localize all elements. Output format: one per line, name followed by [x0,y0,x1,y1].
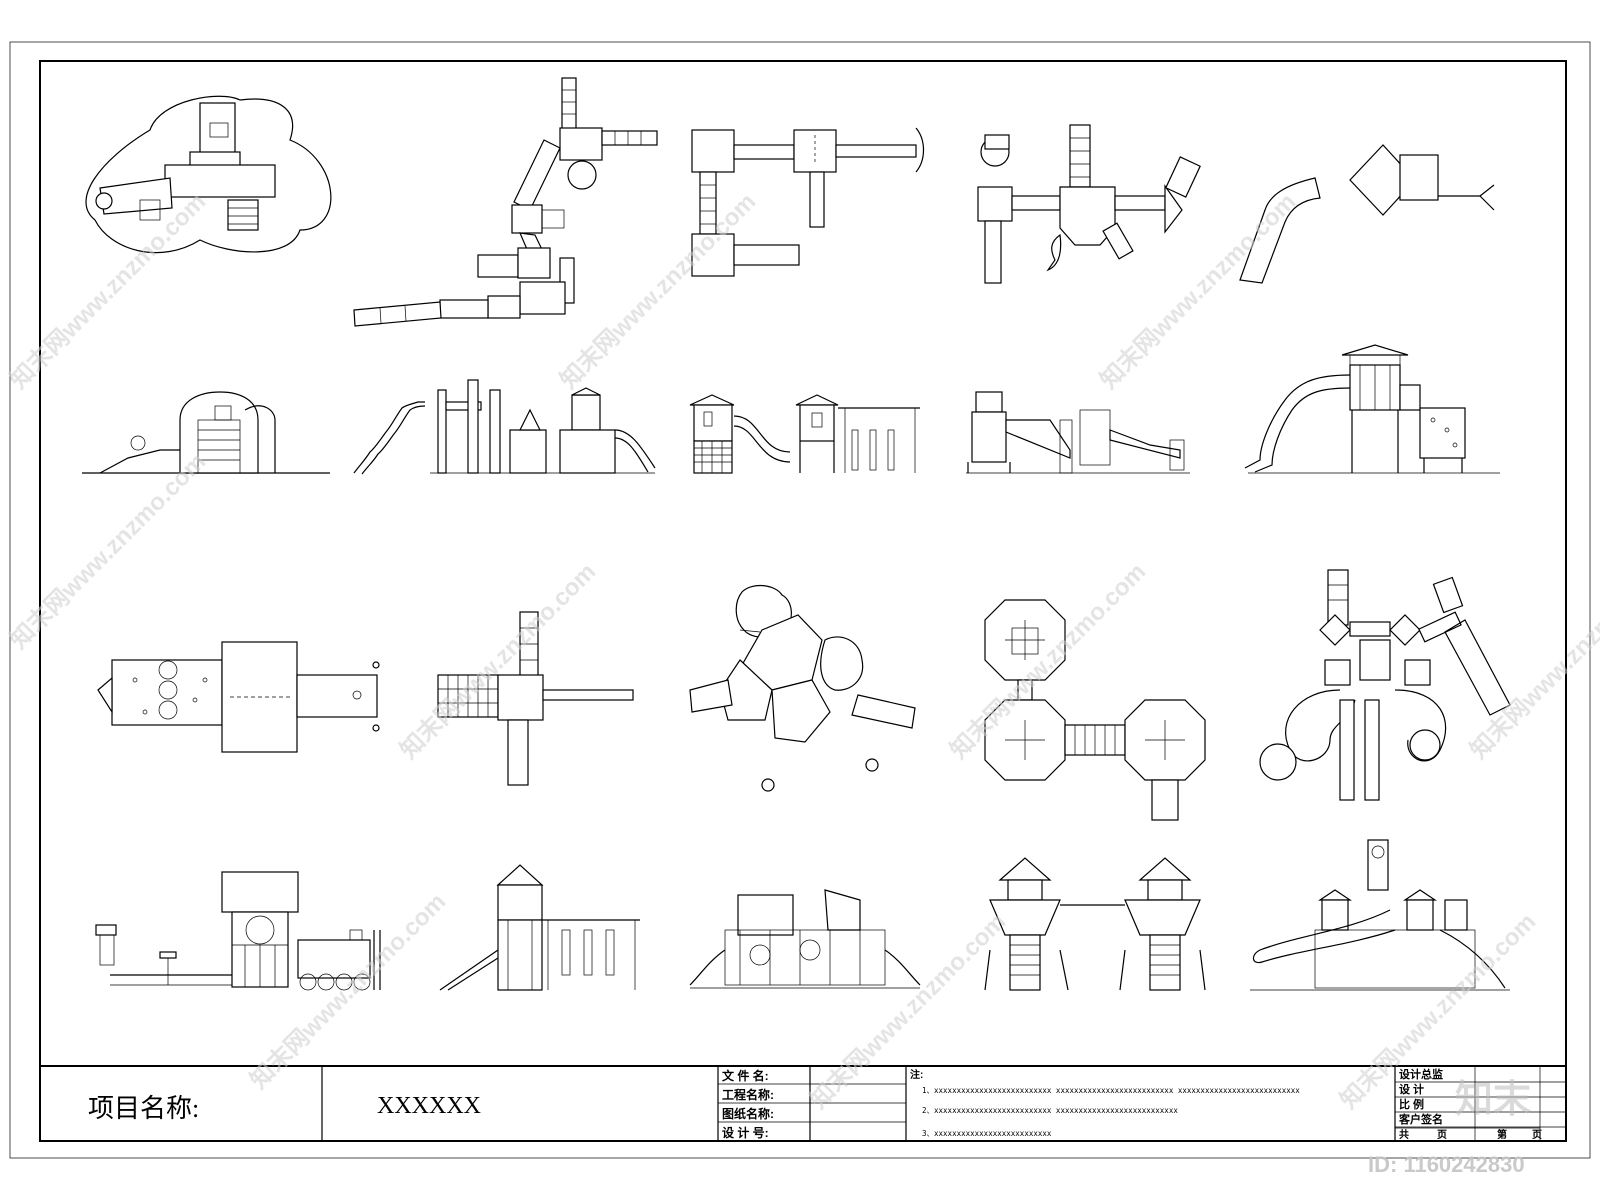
drawing-11-plan [97,641,380,753]
field-filename: 文 件 名: [722,1068,769,1083]
project-label: 项目名称: [88,1094,199,1123]
drawing-9-elevation [966,391,1190,474]
note-line-2: 2、xxxxxxxxxxxxxxxxxxxxxxxxxx xxxxxxxxxxx… [922,1106,1178,1115]
drawing-10-elevation [1244,344,1500,474]
drawing-6-elevation [82,391,330,474]
approval-client-signature: 客户签名 [1398,1112,1443,1126]
approval-scale: 比 例 [1399,1097,1424,1111]
drawing-8-elevation [689,394,920,474]
watermark-text: 知末网www.znzmo.com [395,558,601,764]
drawing-1-plan [85,95,332,254]
watermark-text: 知末网www.znzmo.com [1095,188,1301,394]
approval-design-director: 设计总监 [1399,1067,1443,1081]
watermark-id: ID: 1160242830 [1368,1152,1525,1177]
footer-total-label: 共 [1399,1128,1409,1141]
notes-label: 注: [910,1068,923,1081]
drawing-12-plan [437,611,634,786]
watermark-logo: 知末 [1455,1079,1531,1121]
drawing-3-plan [691,127,925,277]
drawing-14-plan [984,599,1206,821]
note-line-1: 1、xxxxxxxxxxxxxxxxxxxxxxxxxx xxxxxxxxxxx… [922,1086,1300,1095]
watermark-text: 知末网www.znzmo.com [5,188,211,394]
field-project-name: 工程名称: [722,1087,774,1102]
drawing-19-elevation [984,857,1206,991]
outer-border [9,41,1591,1159]
inner-border [39,60,1567,1142]
drawing-13-plan [689,585,916,792]
title-block [40,1065,1566,1141]
field-drawing-name: 图纸名称: [722,1106,774,1121]
drawing-15-plan [1259,569,1511,801]
drawing-20-elevation [1250,839,1510,991]
field-design-number: 设 计 号: [722,1125,769,1140]
project-value: XXXXXX [377,1093,481,1119]
drawing-4-plan [977,124,1201,284]
watermark-text: 知末网www.znzmo.com [5,448,211,654]
drawing-16-elevation [95,871,381,991]
watermark-text: 知末网www.znzmo.com [1465,558,1600,764]
watermark-text: 知末网www.znzmo.com [805,908,1011,1114]
watermark-text: 知末网www.znzmo.com [555,188,761,394]
drawing-2-plan [353,77,658,327]
drawing-7-elevation [353,379,656,475]
footer-total-unit: 页 [1437,1129,1447,1141]
drawing-17-elevation [439,864,640,991]
footer-page-unit: 页 [1532,1129,1542,1141]
note-line-3: 3、xxxxxxxxxxxxxxxxxxxxxxxxxx [922,1129,1052,1138]
drawing-5-plan [1239,144,1495,284]
drawing-18-elevation [689,889,921,989]
approval-designer: 设 计 [1399,1082,1424,1096]
footer-page-label: 第 [1497,1128,1507,1141]
